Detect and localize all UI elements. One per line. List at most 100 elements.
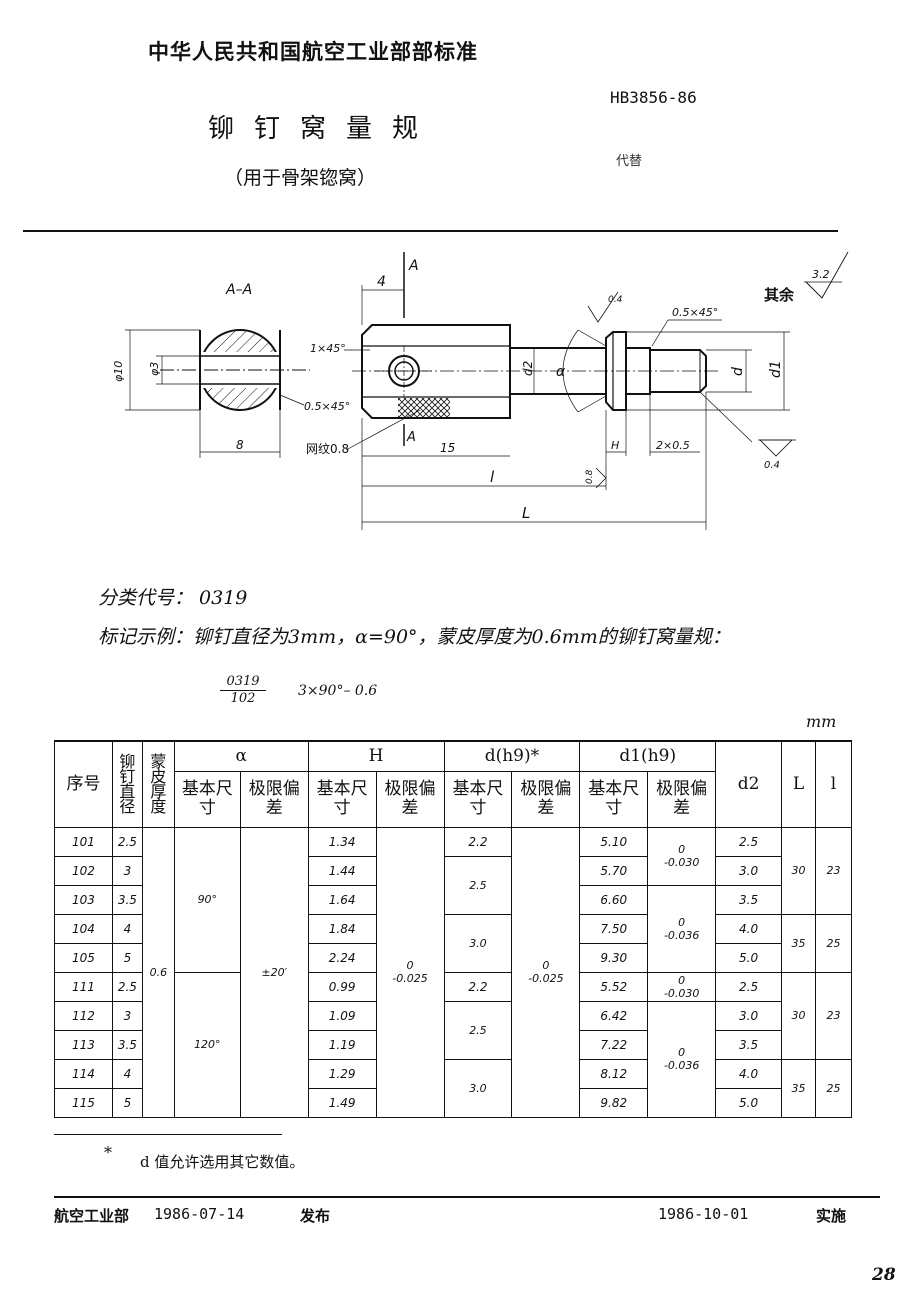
footer-rule: [54, 1196, 880, 1198]
header-H: H: [307, 740, 445, 772]
cell-alpha-2: 120°: [173, 971, 241, 1118]
cell-d2: 4.0: [715, 1058, 783, 1089]
cell-d1: 9.82: [579, 1087, 649, 1118]
classification-code: 分类代号： 0319: [98, 587, 248, 609]
cell-L-4: 35: [781, 1058, 816, 1118]
cell-H: 1.84: [307, 913, 377, 944]
cell-dia: 5: [111, 942, 143, 973]
cell-H: 1.09: [307, 1000, 377, 1031]
cell-l-3: 23: [814, 971, 853, 1060]
header-d1-basic: 基本尺寸: [579, 770, 649, 828]
roughness-04-right: 0.4: [764, 460, 780, 471]
footer-effective-date: 1986-10-01: [658, 1205, 749, 1223]
d1-dev2-bot: -0.036: [663, 928, 700, 942]
cell-d1-dev-1: 0-0.030: [647, 826, 717, 886]
chamfer-05-b: 0.5×45°: [672, 306, 718, 319]
dim-8: 8: [236, 438, 244, 452]
unit-label: mm: [806, 712, 837, 731]
header-d-basic: 基本尺寸: [443, 770, 513, 828]
table-row: 103 3.5 1.64 6.60 0-0.036 3.5: [54, 884, 852, 973]
header-d: d(h9)*: [443, 740, 581, 772]
fraction-bottom: 102: [230, 691, 256, 706]
cell-d2: 5.0: [715, 942, 783, 973]
cell-d-a: 2.5: [443, 855, 513, 915]
cell-d1: 6.42: [579, 1000, 649, 1031]
d1-dev3-bot: -0.030: [663, 986, 700, 1000]
dim-alpha: α: [556, 364, 566, 380]
header-skin-thickness: 蒙皮厚度: [141, 740, 175, 828]
marking-fraction: 0319 102: [220, 674, 266, 707]
cell-H: 0.99: [307, 971, 377, 1002]
footer-effective-label: 实施: [816, 1207, 847, 1225]
footnote-marker: *: [104, 1143, 112, 1162]
section-view: [125, 329, 310, 458]
cell-H-dev: 0-0.025: [375, 826, 445, 1118]
dim-phi10: φ10: [112, 361, 125, 382]
cell-d-d: 3.0: [443, 1058, 513, 1118]
cell-dia: 4: [111, 1058, 143, 1089]
cell-skin: 0.6: [141, 826, 175, 1118]
cell-l-2: 25: [814, 913, 853, 973]
cell-dia: 2.5: [111, 826, 143, 857]
cell-d2: 2.5: [715, 971, 783, 1002]
knurl-note: 网纹0.8: [306, 442, 349, 456]
cell-d2: 5.0: [715, 1087, 783, 1118]
cell-d1: 5.70: [579, 855, 649, 886]
d-dev-top: 0: [542, 959, 550, 972]
table-row: 115 5 1.49 9.82 5.0: [54, 1087, 852, 1118]
d-dev-bot: -0.025: [528, 972, 564, 985]
roughness-08: 0.8: [585, 469, 595, 484]
document-title: 铆钉窝量规: [208, 114, 439, 144]
H-dev-top: 0: [406, 959, 414, 972]
dim-d2: d2: [521, 361, 535, 376]
cell-alpha-dev: ±20′: [239, 826, 309, 1118]
dimension-table: 序号 铆钉直径 蒙皮厚度 α H d(h9)* d1(h9) d2 L l 基本…: [54, 740, 853, 1118]
cell-d2: 3.0: [715, 1000, 783, 1031]
header-d1: d1(h9): [579, 740, 717, 772]
marking-suffix: 3×90°– 0.6: [298, 683, 378, 699]
header-rivet-dia: 铆钉直径: [111, 740, 143, 828]
roughness-32: 3.2: [812, 268, 830, 281]
cell-seq: 112: [54, 1000, 113, 1031]
cell-d1-dev-3: 0-0.030: [647, 971, 717, 1002]
cell-d1: 5.10: [579, 826, 649, 857]
table-row: 104 4 1.84 3.0 7.50 4.0 35 25: [54, 913, 853, 973]
d1-dev1-bot: -0.030: [663, 856, 700, 869]
cell-d1: 7.22: [579, 1029, 649, 1060]
cell-seq: 114: [54, 1058, 113, 1089]
cell-d1: 5.52: [579, 971, 649, 1002]
fraction-top: 0319: [220, 674, 266, 691]
cell-seq: 102: [54, 855, 113, 886]
table-row: 113 3.5 1.19 7.22 3.5: [54, 1029, 852, 1060]
cell-d1-dev-4: 0-0.036: [647, 1000, 717, 1118]
header-alpha: α: [173, 740, 309, 772]
footnote-rule: [54, 1134, 282, 1135]
header-d1-dev: 极限偏差: [647, 770, 717, 828]
header-L: L: [781, 740, 816, 828]
cell-d: 2.2: [443, 826, 513, 857]
cell-l-1: 23: [814, 826, 853, 915]
table-row: 111 2.5 120° 0.99 2.2 5.52 0-0.030 2.5 3…: [54, 971, 853, 1118]
cell-d1: 8.12: [579, 1058, 649, 1089]
d1-dev4-bot: -0.036: [663, 1059, 700, 1072]
document-subtitle: （用于骨架锪窝）: [224, 167, 377, 189]
cell-H: 1.29: [307, 1058, 377, 1089]
section-label: A–A: [225, 282, 252, 298]
header-alpha-basic: 基本尺寸: [173, 770, 241, 828]
header-alpha-dev: 极限偏差: [239, 770, 309, 828]
footer-issuer: 航空工业部: [54, 1207, 130, 1225]
cell-d-c: 2.5: [443, 1000, 513, 1060]
table-row: 101 2.5 0.6 90° ±20′ 1.34 0-0.025 2.2 0-…: [54, 826, 853, 1118]
d1-dev4-top: 0: [678, 1046, 686, 1059]
roughness-04-top: 0.4: [608, 295, 623, 305]
footer-issue-label: 发布: [300, 1207, 331, 1225]
header-seq: 序号: [54, 740, 113, 828]
issuing-organization: 中华人民共和国航空工业部部标准: [148, 39, 478, 64]
footer-issue-date: 1986-07-14: [154, 1205, 245, 1223]
cell-L-3: 30: [781, 971, 816, 1060]
header-H-dev: 极限偏差: [375, 770, 445, 828]
cell-dia: 3: [111, 1000, 143, 1031]
cell-d2: 3.5: [715, 884, 783, 915]
cut-label-top: A: [408, 258, 419, 274]
chamfer-1x45: 1×45°: [310, 342, 346, 355]
